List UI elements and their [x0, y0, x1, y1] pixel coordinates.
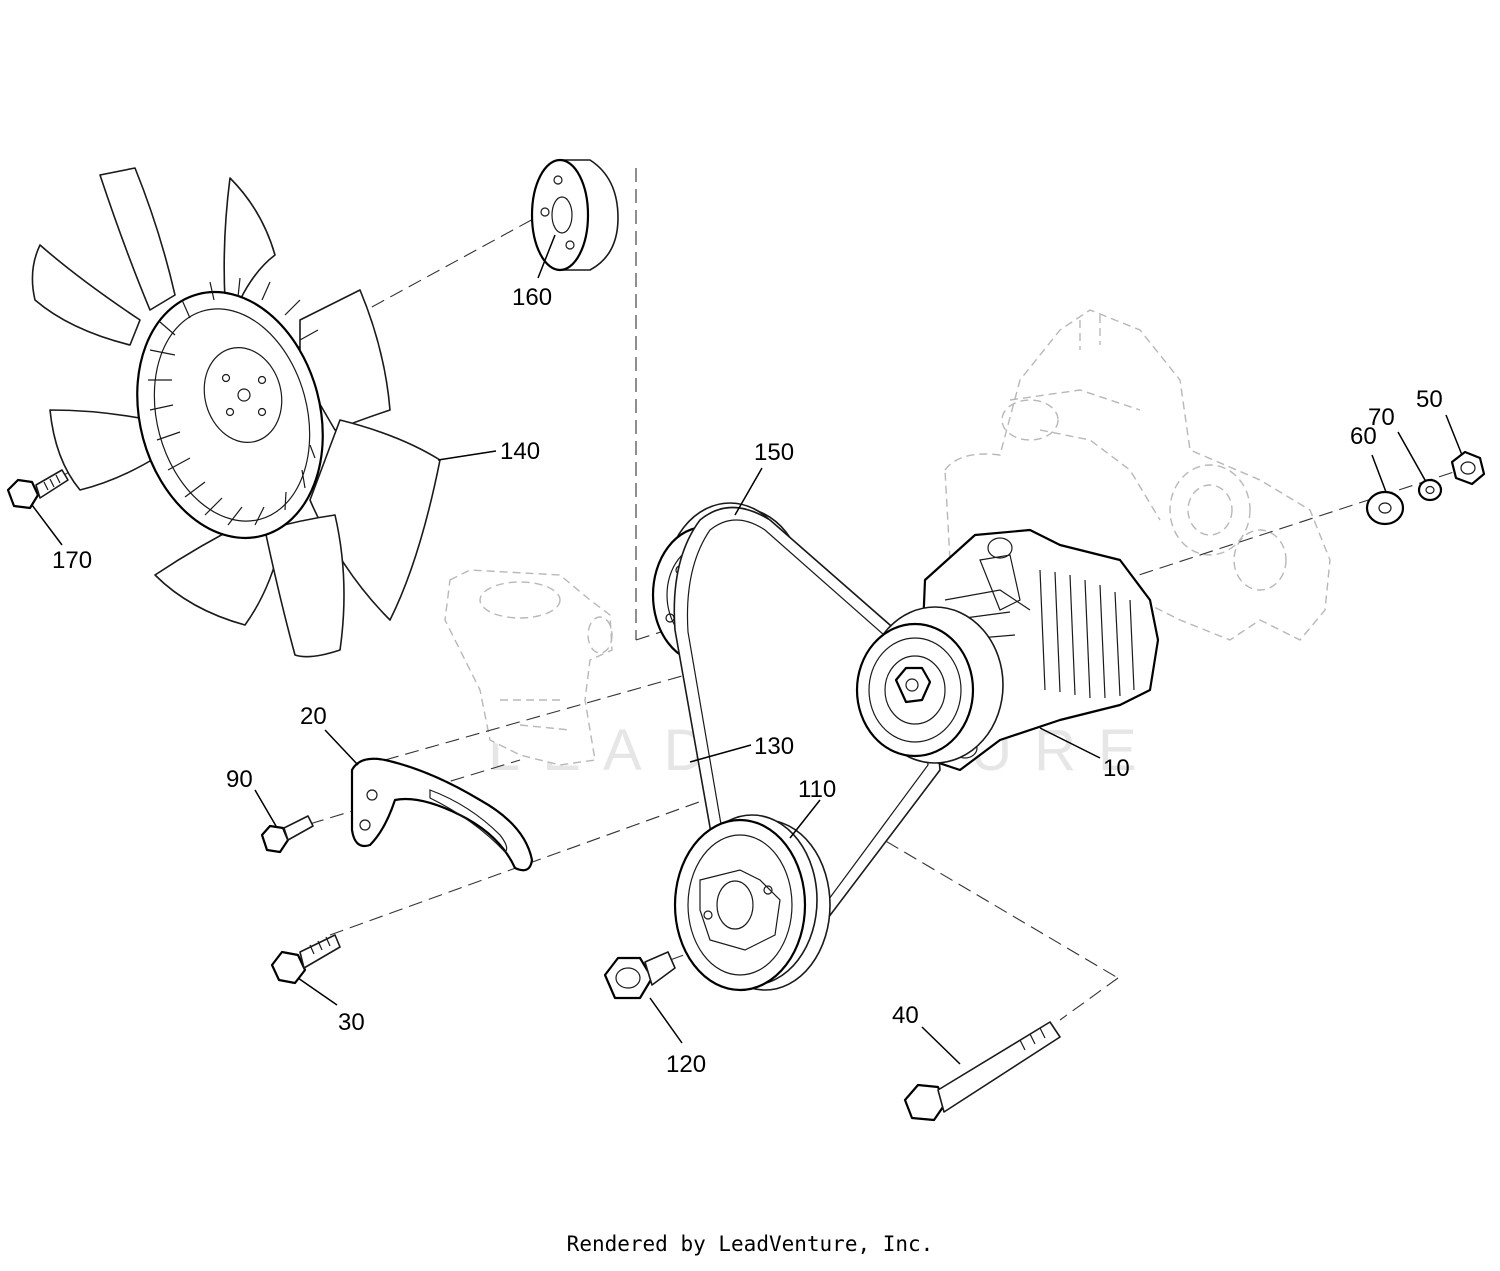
callout-160: 160	[512, 284, 552, 311]
callout-60: 60	[1350, 423, 1377, 450]
callout-labels: 160 140 170 150 60 70 50 20 90 130 10 11…	[52, 284, 1443, 1078]
callout-140: 140	[500, 438, 540, 465]
callout-170: 170	[52, 547, 92, 574]
callout-30: 30	[338, 1009, 365, 1036]
fan-spacer[interactable]	[530, 158, 619, 272]
callout-120: 120	[666, 1051, 706, 1078]
fan-bolt[interactable]	[6, 469, 69, 510]
bracket-bolt-90[interactable]	[260, 815, 314, 854]
callout-10: 10	[1103, 755, 1130, 782]
footer-credit: Rendered by LeadVenture, Inc.	[566, 1232, 934, 1256]
alternator-washer-60[interactable]	[1365, 490, 1405, 526]
leader-lines	[31, 234, 1463, 1065]
crank-pulley-bolt[interactable]	[603, 951, 676, 1000]
callout-130: 130	[754, 733, 794, 760]
callout-110: 110	[798, 776, 836, 803]
callout-50: 50	[1416, 386, 1443, 413]
callout-40: 40	[892, 1002, 919, 1029]
water-pump-ghost	[444, 569, 613, 766]
alternator[interactable]	[855, 528, 1160, 772]
crank-pulley[interactable]	[673, 814, 831, 992]
adjusting-bracket[interactable]	[350, 757, 534, 872]
alternator-long-bolt[interactable]	[903, 1021, 1061, 1122]
alternator-lock-washer-70[interactable]	[1417, 478, 1443, 502]
alternator-nut-50[interactable]	[1450, 450, 1486, 486]
callout-150: 150	[754, 439, 794, 466]
callout-20: 20	[300, 703, 327, 730]
bracket-bolt-30[interactable]	[270, 934, 341, 985]
callout-70: 70	[1368, 404, 1395, 431]
cooling-fan[interactable]	[31, 167, 441, 658]
callout-90: 90	[226, 766, 253, 793]
